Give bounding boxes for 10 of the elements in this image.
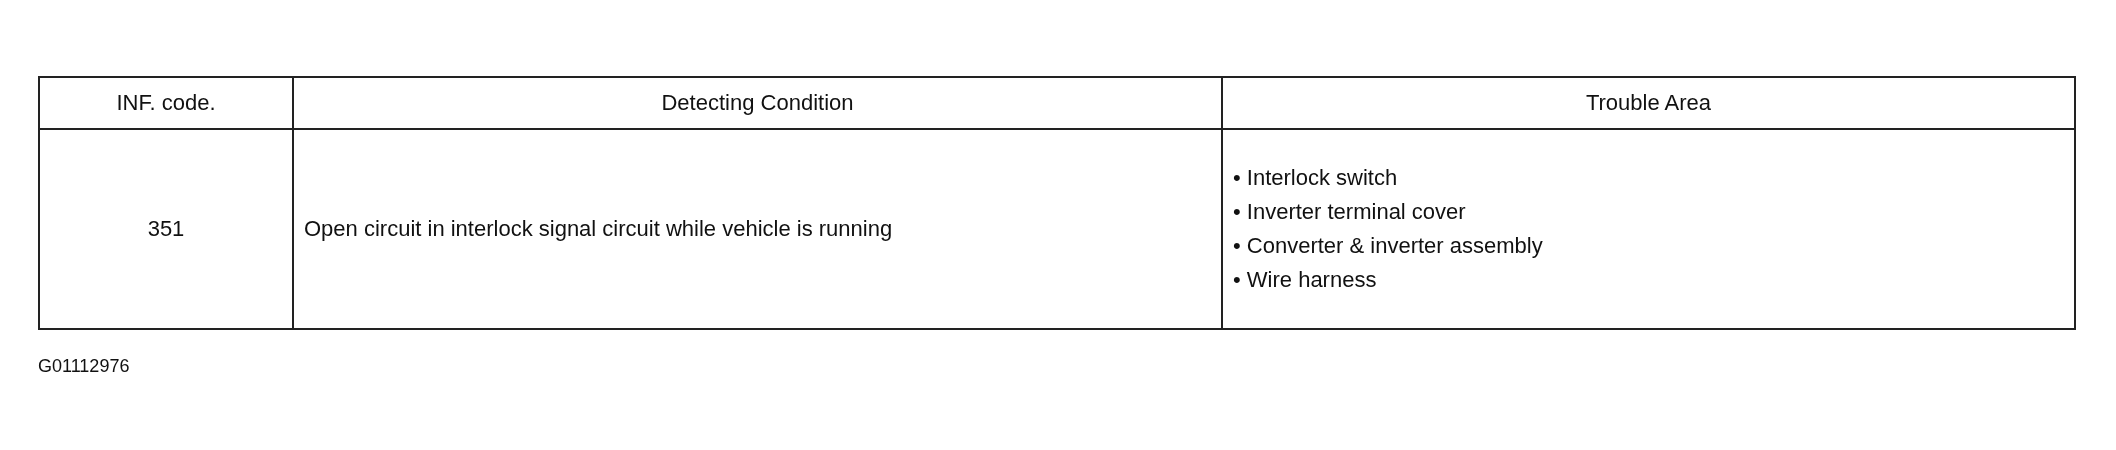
bullet-item: • Inverter terminal cover [1233, 198, 1467, 226]
bullet-item: • Wire harness [1233, 266, 1378, 294]
bullet-item: • Interlock switch [1233, 164, 1399, 192]
header-cell: Detecting Condition [293, 77, 1222, 129]
header-cell: Trouble Area [1222, 77, 2075, 129]
bullet-item: • Converter & inverter assembly [1233, 232, 1544, 260]
header-cell: INF. code. [39, 77, 293, 129]
figure-code: G01112976 [38, 356, 130, 377]
table-cell: Open circuit in interlock signal circuit while vehicle is running [293, 129, 1222, 329]
table-cell: 351 [39, 129, 293, 329]
